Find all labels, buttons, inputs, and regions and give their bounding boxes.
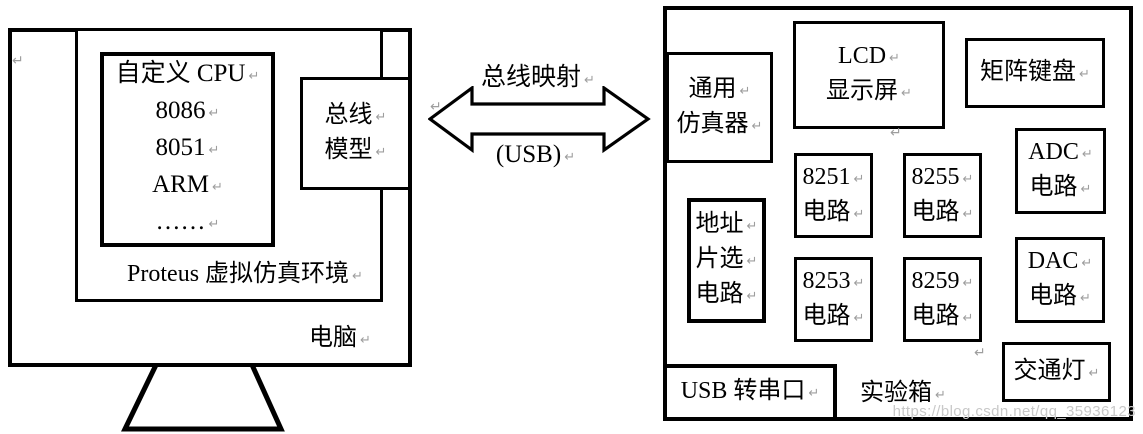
module-line: 8251	[803, 161, 865, 196]
cpu-box-line: 8051	[156, 131, 220, 168]
module-box-traffic-light: 交通灯	[1002, 342, 1111, 402]
module-box-usb-to-serial: USB 转串口	[663, 364, 837, 421]
cpu-box-line: ARM	[152, 168, 223, 205]
bus-model-box: 总线 模型	[300, 77, 411, 190]
module-box-universal-emulator: 通用 仿真器	[666, 52, 773, 163]
module-line: 矩阵键盘	[980, 56, 1090, 91]
watermark-text: https://blog.csdn.net/qq_35936123	[892, 403, 1136, 420]
module-line: 8255	[912, 161, 974, 196]
module-line: 电路	[803, 196, 865, 231]
bus-mapping-label: 总线映射	[443, 61, 633, 97]
module-box-lcd-display: LCD 显示屏	[793, 21, 945, 129]
module-line: 交通灯	[1014, 355, 1100, 390]
module-box-dac-circuit: DAC 电路	[1015, 237, 1105, 323]
module-box-address-chip-select: 地址 片选 电路	[687, 198, 766, 323]
module-line: LCD	[838, 40, 900, 75]
bus-model-line: 总线	[325, 99, 387, 134]
proteus-environment-label: Proteus 虚拟仿真环境	[100, 258, 390, 293]
module-line: 电路	[1029, 280, 1091, 315]
cpu-box-line: 自定义 CPU	[116, 57, 260, 94]
module-line: 片选	[696, 243, 758, 278]
computer-label: 电脑	[295, 322, 385, 357]
paragraph-mark-icon	[12, 52, 26, 66]
module-line: USB 转串口	[681, 375, 820, 410]
module-line: 地址	[696, 208, 758, 243]
paragraph-mark-icon	[430, 98, 444, 112]
module-line: 电路	[912, 196, 974, 231]
module-line: 8259	[912, 265, 974, 300]
module-line: 8253	[803, 265, 865, 300]
module-line: 电路	[696, 278, 758, 313]
module-box-8259-circuit: 8259 电路	[903, 257, 982, 342]
paragraph-mark-icon	[974, 344, 988, 358]
module-line: 通用	[689, 73, 751, 108]
bus-model-line: 模型	[325, 134, 387, 169]
module-box-matrix-keyboard: 矩阵键盘	[965, 38, 1105, 108]
usb-label: (USB)	[443, 138, 628, 174]
module-line: 电路	[1030, 171, 1092, 206]
module-box-8255-circuit: 8255 电路	[903, 153, 982, 238]
custom-cpu-box: 自定义 CPU 8086 8051 ARM ……	[100, 52, 275, 247]
module-line: DAC	[1028, 245, 1093, 280]
monitor-stand	[121, 363, 285, 432]
cpu-box-line: 8086	[156, 94, 220, 131]
module-box-8253-circuit: 8253 电路	[794, 257, 873, 342]
cpu-box-line: ……	[156, 205, 220, 242]
module-line: 电路	[803, 300, 865, 335]
paragraph-mark-icon	[890, 124, 904, 138]
module-line: ADC	[1028, 136, 1093, 171]
module-line: 仿真器	[677, 108, 763, 143]
module-box-adc-circuit: ADC 电路	[1015, 128, 1106, 214]
experiment-box-label: 实验箱	[848, 377, 958, 412]
module-line: 电路	[912, 300, 974, 335]
module-line: 显示屏	[826, 75, 912, 110]
module-box-8251-circuit: 8251 电路	[794, 153, 873, 238]
